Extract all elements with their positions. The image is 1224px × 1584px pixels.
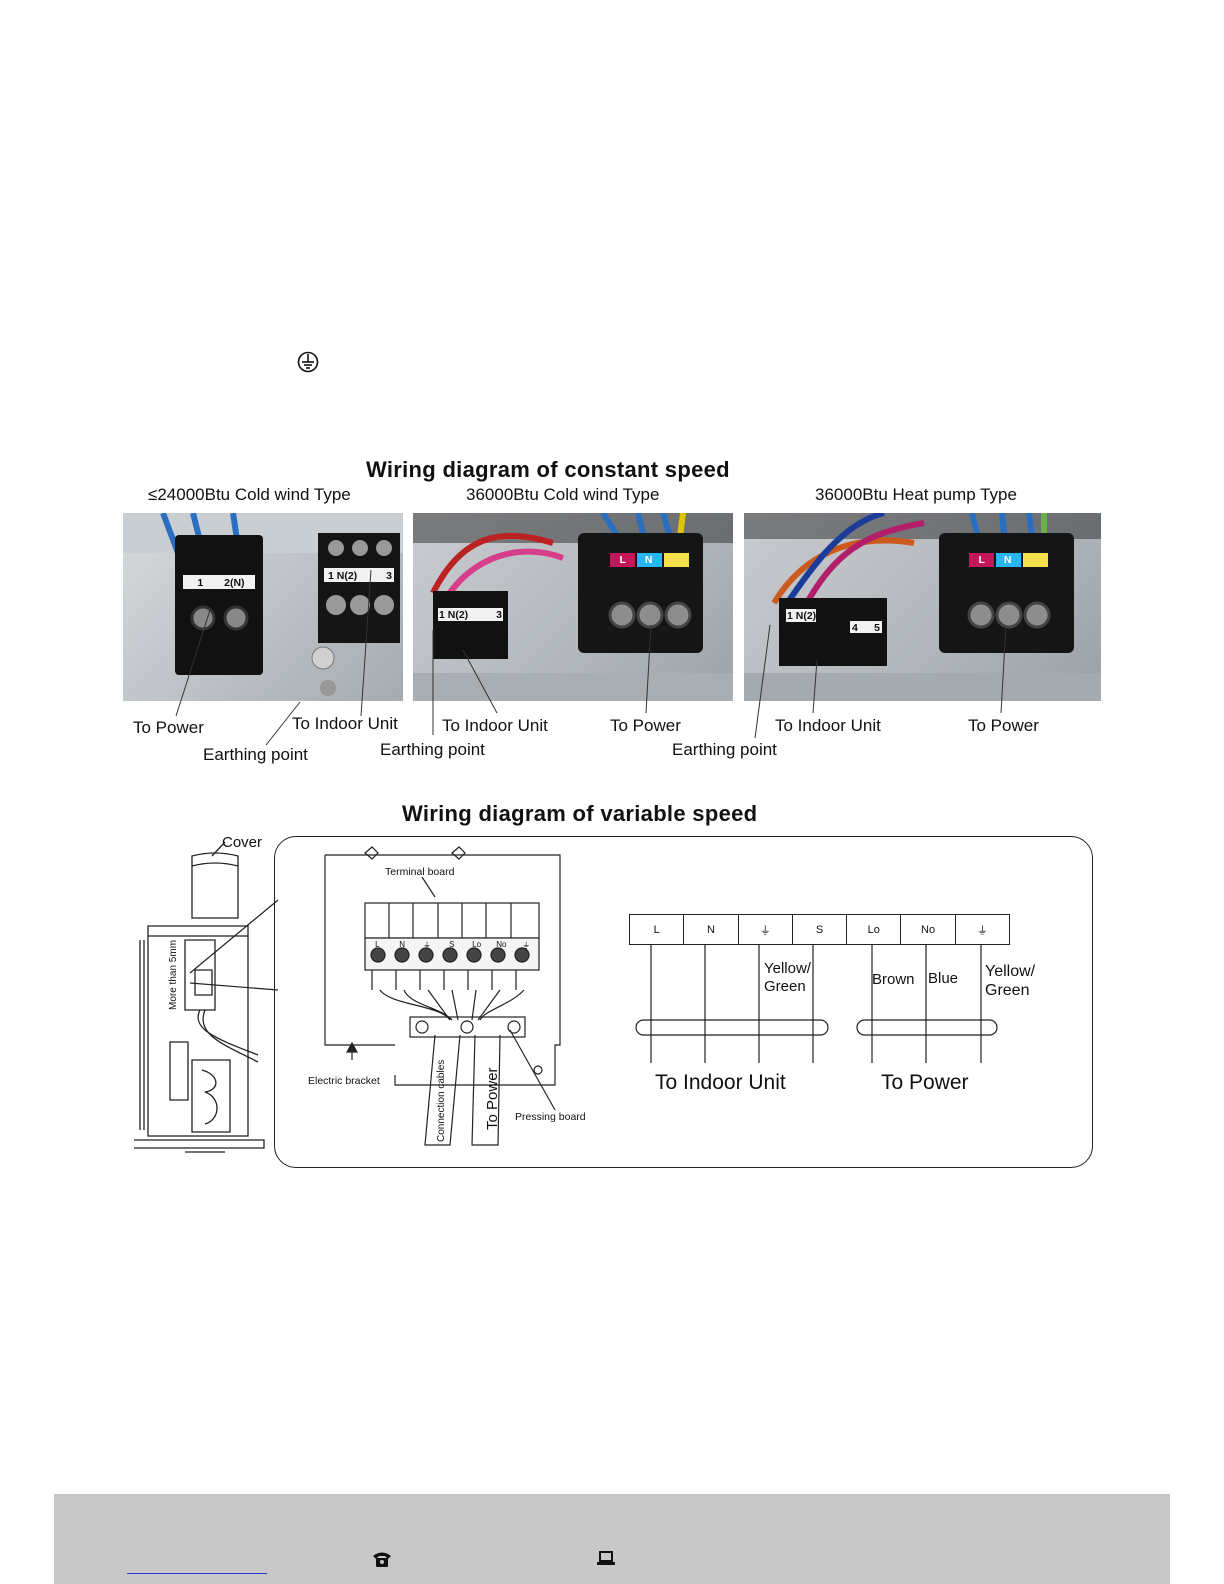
zoom-callout-lines (189, 899, 279, 991)
callout-to-indoor-3: To Indoor Unit (775, 716, 881, 735)
laptop-icon (597, 1551, 615, 1565)
terminal-board-label: Terminal board (385, 866, 455, 878)
terminal-board-drawing (324, 846, 561, 1146)
callout-to-power-2: To Power (610, 716, 681, 735)
variable-zoom-box (274, 836, 1093, 1168)
schematic-terminal-L: L (630, 915, 685, 944)
p3-small-terminal-2: 3 (841, 610, 847, 622)
schematic-terminal-N: N (684, 915, 739, 944)
tb-label-earth-2: ⏚ (522, 941, 531, 950)
callout-to-power-1: To Power (133, 718, 204, 737)
tb-label-S: S (449, 940, 455, 949)
callout-to-indoor-1: To Indoor Unit (292, 714, 398, 733)
footer-bar (54, 1494, 1170, 1584)
cover-label: Cover (222, 834, 263, 851)
to-power-cable-label: To Power (484, 1067, 501, 1130)
schematic-to-power: To Power (881, 1071, 969, 1094)
photo-36000btu-cold-wind: 1 N(2) 3 L N (413, 513, 733, 701)
wire-yellow-green-2-line1: Yellow/ (985, 963, 1036, 980)
schematic-terminal-earth-1: ⏚ (739, 915, 793, 944)
p1-right-terminal-1: 1 N(2) (328, 570, 358, 582)
panel-3-subtitle: 36000Btu Heat pump Type (815, 485, 1017, 504)
terminal-board-labels: L N ⏚ S Lo No ⏚ (365, 940, 539, 951)
tb-label-L: L (375, 940, 380, 949)
p2-big-terminal-L: L (619, 554, 626, 566)
wire-blue: Blue (928, 970, 959, 987)
p2-small-terminal-2: 3 (496, 609, 502, 621)
p1-left-terminal-2: 2(N) (224, 577, 245, 589)
constant-speed-title: Wiring diagram of constant speed (366, 457, 730, 482)
p1-right-terminal-2: 3 (386, 570, 392, 582)
wire-yellow-green-2: Yellow/ Green (985, 962, 1035, 1000)
electric-bracket-label: Electric bracket (308, 1075, 380, 1087)
more-than-5mm-label: More than 5mm (168, 940, 179, 1010)
wire-brown: Brown (872, 971, 915, 988)
constant-callout-leaders (175, 569, 1007, 746)
schematic-to-indoor: To Indoor Unit (655, 1071, 786, 1094)
schematic-terminal-earth-2: ⏚ (976, 924, 988, 937)
callout-earthing-2: Earthing point (380, 740, 485, 759)
schematic-wires (635, 944, 998, 1063)
p3-big-terminal-N: N (1003, 554, 1012, 566)
p3-small-terminal-4: 5 (874, 622, 880, 634)
p2-big-terminal-N: N (644, 554, 653, 566)
connection-cables-label: Connection cables (436, 1059, 447, 1142)
p1-left-terminal-1: 1 (197, 577, 204, 589)
tb-label-N: N (399, 940, 406, 949)
wire-yellow-green-2-line2: Green (985, 982, 1030, 999)
outdoor-unit-drawing: More than 5mm (134, 841, 265, 1153)
schematic-terminal-No: No (901, 915, 956, 944)
earth-ground-icon (297, 351, 319, 373)
footer-link-underline[interactable] (127, 1573, 267, 1574)
photo-24000btu-cold-wind: 1 2(N) 1 N(2) 3 (123, 513, 403, 701)
tb-label-earth-1: ⏚ (422, 941, 431, 950)
wire-yellow-green-1: Yellow/ Green (764, 960, 811, 996)
telephone-icon (373, 1552, 391, 1567)
schematic-terminal-strip: L N ⏚ S Lo No ⏚ (629, 914, 1010, 945)
schematic-terminal-Lo: Lo (847, 915, 902, 944)
p2-small-terminal-1: 1 N(2) (439, 609, 469, 621)
callout-to-indoor-2: To Indoor Unit (442, 716, 548, 735)
p3-small-terminal-1: 1 N(2) (787, 610, 817, 622)
callout-earthing-3: Earthing point (672, 740, 777, 759)
p3-big-terminal-L: L (978, 554, 985, 566)
callout-to-power-3: To Power (968, 716, 1039, 735)
callout-earthing-1: Earthing point (203, 745, 308, 764)
variable-speed-title: Wiring diagram of variable speed (402, 801, 758, 826)
panel-1-subtitle: ≤24000Btu Cold wind Type (148, 485, 351, 504)
photo-36000btu-heat-pump: 1 N(2) 3 4 5 L N (744, 513, 1101, 701)
wire-yellow-green-1-line1: Yellow/ (764, 960, 811, 977)
tb-label-Lo: Lo (472, 940, 482, 949)
tb-label-No: No (496, 940, 507, 949)
schematic-terminal-S: S (793, 915, 848, 944)
pressing-board-label: Pressing board (515, 1111, 586, 1123)
p3-small-terminal-3: 4 (852, 622, 858, 634)
panel-2-subtitle: 36000Btu Cold wind Type (466, 485, 660, 504)
wire-yellow-green-1-line2: Green (764, 978, 806, 995)
